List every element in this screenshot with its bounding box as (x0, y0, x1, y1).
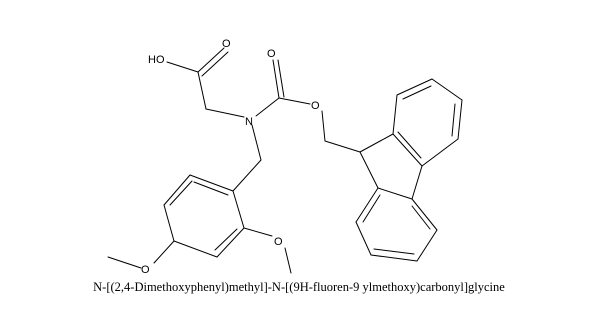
carbamate-group (255, 59, 361, 153)
bond-lower-ring-4 (370, 254, 418, 262)
bond-upper-ring-inner-1 (402, 85, 432, 100)
bond-c-o-ester (278, 97, 311, 105)
bond-aryl-ring-6 (189, 174, 234, 192)
fluorene-ring-system (355, 78, 463, 262)
bond-upper-ring-6 (392, 133, 423, 167)
bond-c9-lower (359, 151, 379, 189)
compound-name-caption: N-[(2,4-Dimethoxyphenyl)methyl]-N-[(9H-f… (93, 280, 505, 294)
bond-upper-ring-5 (421, 138, 459, 167)
bond-lower-ring-3 (416, 229, 438, 262)
bond-aryl-ring-2 (216, 227, 245, 258)
bond-para-o (153, 240, 175, 264)
bond-aryl-ring-inner-1 (214, 228, 238, 251)
bond-o-ch2 (321, 110, 326, 142)
bond-upper-ring-3 (431, 78, 463, 101)
bond-lower-ring-1 (377, 187, 413, 200)
bond-lower-ring-inner-2 (373, 248, 415, 255)
bond-upper-ring-4 (457, 99, 463, 140)
bond-lower-ring-2 (411, 198, 438, 231)
bond-c-o-carbonyl-2 (277, 59, 285, 98)
bond-c-o-carbonyl-1 (272, 59, 280, 99)
atom-label-carbamate-ester-oxygen: O (311, 100, 320, 112)
atom-label-acid-carbonyl-oxygen: O (222, 38, 231, 50)
bond-aryl-ring-4 (163, 204, 175, 242)
bond-ch2-aryl (232, 159, 262, 192)
bond-lower-ring-6 (355, 187, 379, 223)
bond-aryl-ring-3 (173, 240, 218, 258)
bond-biaryl (411, 165, 423, 200)
bond-upper-ring-1 (392, 94, 398, 135)
bond-aryl-ring-1 (232, 190, 245, 229)
bond-n-c-carbamate (255, 97, 280, 117)
bond-ortho-o-ch3 (284, 247, 292, 274)
bond-lower-ring-inner-1 (411, 205, 431, 230)
bond-lower-ring-inner-3 (362, 194, 381, 223)
bond-ho-c (166, 61, 199, 73)
bond-lower-ring-5 (355, 221, 372, 256)
carboxylic-acid-group (166, 47, 245, 118)
bond-aryl-ring-inner-3 (193, 181, 229, 196)
atom-label-para-methoxy-oxygen: O (141, 264, 150, 276)
bond-ortho-o (243, 227, 273, 237)
dimethoxybenzyl-group (107, 124, 292, 274)
bond-ch2-c9 (324, 140, 361, 153)
bond-c-o-double-2 (201, 51, 229, 77)
atom-label-ortho-methoxy-oxygen: O (274, 236, 283, 248)
bond-aryl-ring-5 (163, 174, 191, 206)
atom-label-hydroxyl: HO (148, 54, 165, 66)
bond-upper-ring-inner-2 (451, 103, 456, 137)
atom-label-amine-nitrogen: N (245, 116, 253, 128)
bond-n-ch2-benzyl (251, 124, 262, 161)
atom-label-carbamate-carbonyl-oxygen: O (267, 48, 276, 60)
bond-upper-ring-inner-3 (397, 131, 422, 159)
bond-c-ch2 (197, 71, 207, 110)
bond-c-o-double-1 (197, 47, 225, 73)
bond-para-o-ch3 (107, 256, 142, 269)
bond-ch2-n (205, 108, 245, 118)
bond-aryl-ring-inner-2 (169, 180, 193, 206)
bond-c9-upper (359, 133, 394, 153)
bond-upper-ring-2 (396, 78, 433, 96)
